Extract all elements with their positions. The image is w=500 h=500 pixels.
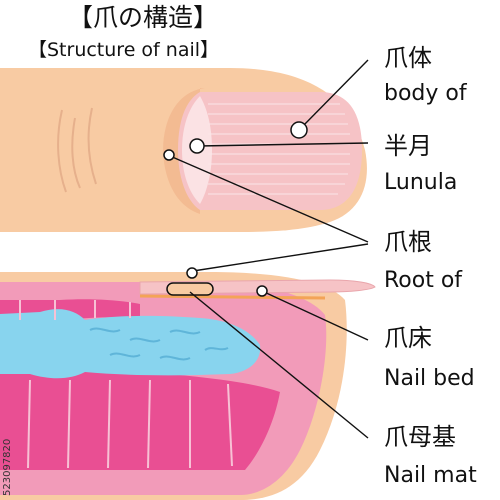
label-body-ja: 爪体 (384, 44, 432, 72)
label-bed-ja: 爪床 (384, 324, 432, 352)
title-japanese: 【爪の構造】 (68, 3, 218, 32)
finger-top-view (0, 68, 367, 232)
label-lunula-ja: 半月 (384, 132, 432, 160)
nail-plate (178, 92, 362, 210)
marker-root-top (163, 149, 175, 161)
label-bed-en: Nail bed (384, 366, 475, 391)
knuckle-crease (71, 117, 81, 189)
knuckle-crease (87, 107, 97, 185)
leader-root-b (192, 243, 369, 272)
stock-id: 523097820 (2, 439, 13, 496)
leader-matrix (189, 291, 369, 439)
marker-root-section (186, 267, 198, 279)
title-english: 【Structure of nail】 (28, 39, 219, 61)
leader-body (299, 59, 369, 130)
label-root-en: Root of (384, 268, 463, 293)
finger-cross-section (0, 272, 376, 500)
bone-texture (89, 327, 229, 361)
leader-root-a (169, 155, 369, 243)
label-root-ja: 爪根 (384, 228, 432, 256)
leader-lines (169, 59, 369, 439)
leader-bed (261, 290, 369, 341)
section-magenta-tissue (0, 371, 280, 470)
label-lunula-en: Lunula (384, 170, 457, 195)
leader-lunula (197, 142, 369, 147)
marker-bed (256, 285, 268, 297)
nail-striations (208, 103, 350, 195)
nail-bed-line (139, 294, 326, 300)
marker-lunula (189, 138, 205, 154)
marker-dots (163, 121, 308, 297)
label-matrix-ja: 爪母基 (384, 423, 456, 451)
knuckle-crease (57, 109, 67, 193)
label-matrix-en: Nail mat (384, 463, 477, 488)
tissue-segments (19, 300, 233, 469)
nail-matrix-marker (166, 282, 214, 296)
section-bone (0, 309, 261, 379)
label-body-en: body of (384, 81, 468, 106)
marker-body (290, 121, 308, 139)
